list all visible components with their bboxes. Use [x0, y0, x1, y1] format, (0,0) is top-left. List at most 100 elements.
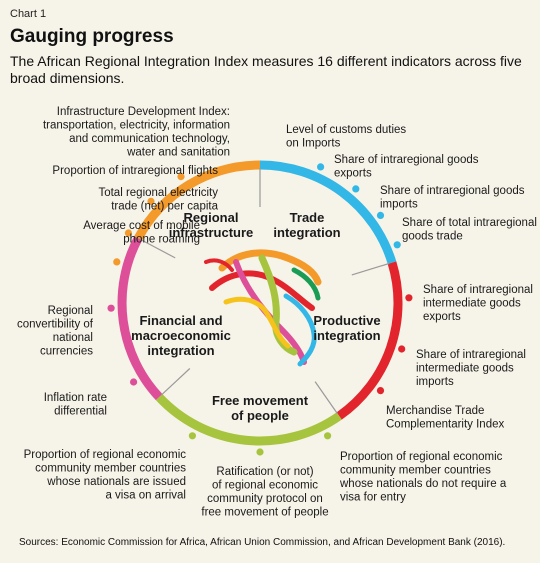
- indicator-label-line: Infrastructure Development Index:: [57, 106, 230, 118]
- indicator-label-line: Proportion of regional economic: [24, 449, 187, 461]
- indicator-label: Proportion of intraregional flights: [52, 165, 218, 177]
- indicator-label-line: Average cost of mobile: [83, 220, 200, 232]
- indicator-label-line: Proportion of regional economic: [340, 451, 503, 463]
- dimension-label-line: integration: [273, 225, 340, 240]
- indicator-marker: [147, 197, 155, 205]
- indicator-label-line: goods trade: [402, 231, 463, 243]
- page-title: Gauging progress: [10, 26, 174, 47]
- indicator-label-line: community protocol on: [207, 493, 323, 505]
- indicator-label-line: Share of intraregional goods: [380, 185, 525, 197]
- indicator-label-line: Level of customs duties: [286, 124, 406, 136]
- indicator-marker: [177, 173, 185, 181]
- indicator-marker: [124, 229, 132, 237]
- indicator-label: Share of intraregional goods exports: [334, 154, 479, 180]
- indicator-label-line: exports: [423, 311, 461, 323]
- financial-segment-arc: [117, 236, 163, 401]
- indicator-marker: [113, 258, 121, 266]
- dimension-label-line: Free movement: [212, 393, 309, 408]
- indicator-label-line: phone roaming: [123, 234, 200, 246]
- indicator-label-line: whose nationals do not require a: [339, 478, 507, 490]
- dimension-dividers: [140, 168, 390, 414]
- indicator-label: Average cost of mobile phone roaming: [83, 220, 200, 246]
- indicator-label-line: and communication technology,: [69, 133, 230, 145]
- indicator-label-line: intermediate goods: [416, 363, 514, 375]
- indicator-labels: Infrastructure Development Index: transpo…: [17, 106, 537, 519]
- dimension-label-line: integration: [147, 343, 214, 358]
- chart-label: Chart 1: [10, 8, 47, 20]
- source-note: Sources: Economic Commission for Africa,…: [19, 537, 506, 548]
- indicator-label-line: currencies: [40, 346, 93, 358]
- indicator-label-line: differential: [54, 406, 107, 418]
- indicator-marker: [256, 448, 264, 456]
- indicator-label-line: exports: [334, 168, 372, 180]
- indicator-marker: [324, 432, 332, 440]
- indicator-label: Share of intraregional goods imports: [380, 185, 525, 211]
- indicator-label-line: transportation, electricity, information: [43, 120, 230, 132]
- indicator-label-line: water and sanitation: [126, 147, 230, 159]
- indicator-marker: [130, 378, 138, 386]
- indicator-label-line: whose nationals are issued: [46, 476, 186, 488]
- financial-divider-line: [160, 368, 191, 396]
- indicator-label-line: Complementarity Index: [386, 419, 504, 431]
- indicator-label-line: Merchandise Trade: [386, 405, 484, 417]
- indicator-label-line: a visa on arrival: [105, 490, 186, 502]
- indicator-label-line: Share of intraregional: [423, 284, 533, 296]
- dimension-label-line: Productive: [313, 313, 380, 328]
- dimension-label-line: of people: [231, 408, 289, 423]
- indicator-label-line: of regional economic: [212, 480, 318, 492]
- infrastructure-divider-line: [140, 239, 176, 259]
- productive-segment-arc: [336, 261, 403, 420]
- indicator-label-line: visa for entry: [340, 492, 406, 504]
- indicator-label-line: Share of intraregional: [416, 349, 526, 361]
- indicator-label-line: national: [53, 332, 93, 344]
- indicator-label-line: Ratification (or not): [216, 466, 313, 478]
- indicator-marker: [317, 163, 325, 171]
- indicator-label: Share of total intraregional goods trade: [402, 217, 537, 243]
- indicator-label-line: intermediate goods: [423, 298, 521, 310]
- indicator-marker: [188, 432, 196, 440]
- dimension-label-line: Regional: [184, 210, 239, 225]
- indicator-marker: [107, 304, 115, 312]
- dimension-segments: [117, 160, 403, 446]
- infrastructure-segment-arc: [134, 160, 261, 241]
- indicator-label: Total regional electricity trade (net) pe…: [98, 187, 218, 213]
- people-segment-arc: [155, 394, 342, 446]
- indicator-label-line: Share of total intraregional: [402, 217, 537, 229]
- indicator-label: Share of intraregional intermediate goods…: [423, 284, 533, 323]
- indicator-marker: [398, 345, 406, 353]
- indicator-label-line: trade (net) per capita: [111, 201, 218, 213]
- indicator-marker: [376, 211, 385, 219]
- page-subtitle: The African Regional Integration Index m…: [10, 53, 522, 86]
- indicator-marker: [352, 185, 360, 193]
- trade-segment-arc: [259, 160, 397, 265]
- dimension-label-line: infrastructure: [169, 225, 254, 240]
- productive-divider-line: [351, 262, 390, 276]
- africa-logo-icon: [204, 249, 322, 367]
- indicator-label-line: Inflation rate: [44, 392, 107, 404]
- indicator-label-line: on Imports: [286, 138, 341, 150]
- indicator-label-line: imports: [380, 199, 418, 211]
- dimension-label-line: Financial and: [139, 313, 222, 328]
- indicator-marker: [376, 387, 385, 395]
- indicator-label: Level of customs duties on Imports: [286, 124, 406, 150]
- indicator-marker: [405, 294, 413, 302]
- indicator-label: Share of intraregional intermediate goods…: [416, 349, 526, 388]
- indicator-label-line: Total regional electricity: [98, 187, 218, 199]
- dimension-label-line: Trade: [290, 210, 325, 225]
- indicator-label: Ratification (or not) of regional economi…: [201, 466, 328, 519]
- people-divider-line: [314, 381, 338, 414]
- indicator-label: Inflation rate differential: [44, 392, 107, 418]
- indicator-label-line: Share of intraregional goods: [334, 154, 479, 166]
- indicator-label-line: imports: [416, 376, 454, 388]
- dimension-label-line: macroeconomic: [131, 328, 231, 343]
